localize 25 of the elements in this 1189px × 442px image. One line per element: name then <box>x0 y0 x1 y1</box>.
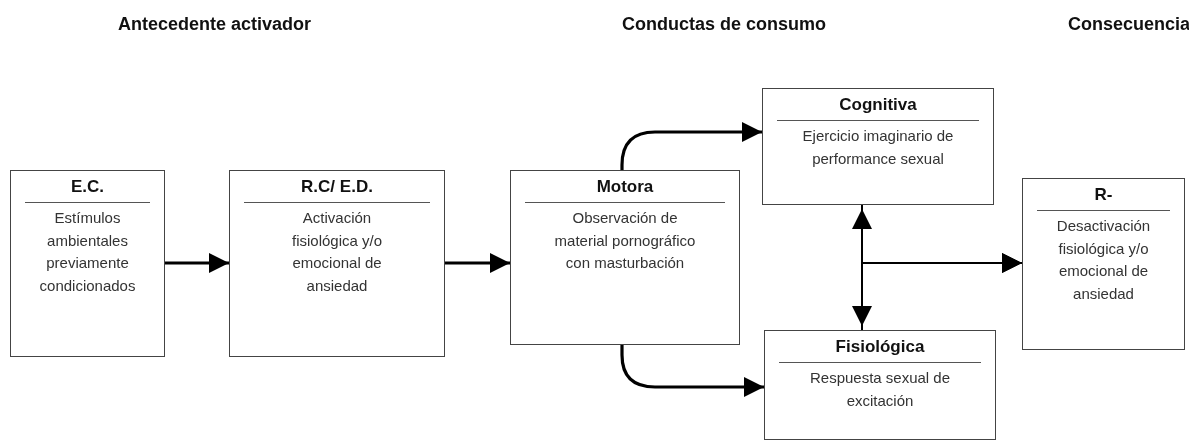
arrow <box>861 253 1023 331</box>
box-heading: Cognitiva <box>777 95 979 121</box>
box-heading: R.C/ E.D. <box>244 177 430 203</box>
arrow <box>620 345 764 397</box>
box-description: Activación fisiológica y/o emocional de ansiedad <box>290 208 383 296</box>
column-heading: Antecedente activador <box>118 14 312 35</box>
box-heading: E.C. <box>25 177 150 203</box>
arrow <box>445 253 510 273</box>
process-box <box>1022 178 1185 350</box>
arrow <box>165 253 229 273</box>
box-description: Respuesta sexual de excitación <box>808 368 952 411</box>
box-heading: R- <box>1037 185 1170 211</box>
box-description: Ejercicio imaginario de performance sexual <box>801 126 955 169</box>
box-description: Desactivación fisiológica y/o emocional de ansiedad <box>1055 216 1152 304</box>
arrow <box>620 122 762 170</box>
box-heading: Motora <box>525 177 725 203</box>
process-box <box>762 88 994 205</box>
box-description: Estímulos ambientales previamente condicionados <box>38 208 137 296</box>
process-box <box>764 330 996 440</box>
box-heading: Fisiológica <box>779 337 981 363</box>
process-box <box>229 170 445 357</box>
column-heading: Conductas de consumo <box>622 14 827 35</box>
box-description: Observación de material pornográfico con masturbación <box>553 208 697 273</box>
process-box <box>510 170 740 345</box>
process-box <box>10 170 165 357</box>
